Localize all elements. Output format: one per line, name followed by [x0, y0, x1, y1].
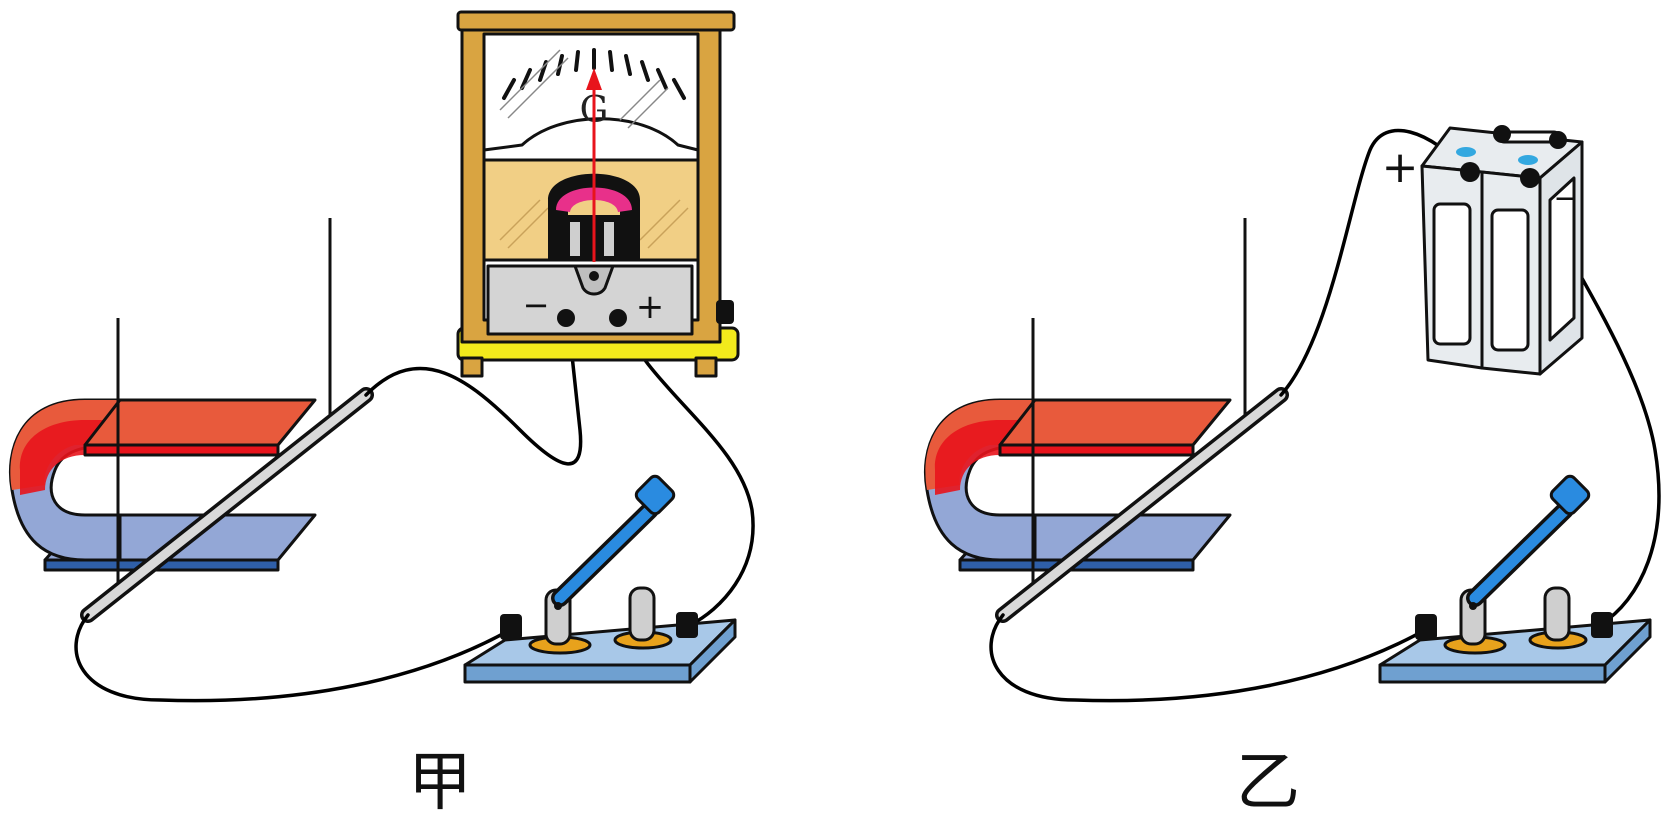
- meter-terminal-plus: [609, 309, 627, 327]
- figure-b: + − 乙: [923, 125, 1661, 820]
- magnet-north-edge-b: [998, 443, 1195, 457]
- battery-terminal-minus: [1520, 168, 1540, 188]
- switch-terminal-left-b: [1415, 614, 1437, 640]
- battery-minus-label: −: [1553, 181, 1578, 216]
- figure-a: G: [8, 10, 755, 820]
- switch-base-side: [688, 618, 737, 684]
- meter-scale-ticks: [502, 48, 686, 100]
- battery-side-window: [1548, 176, 1576, 342]
- meter-top: [456, 10, 736, 32]
- horseshoe-magnet: [8, 398, 317, 572]
- horseshoe-magnet-b: [923, 398, 1232, 572]
- switch-terminal-right-b: [1591, 612, 1613, 638]
- meter-pivot-dot: [589, 271, 599, 281]
- battery-bar-knob-1: [1493, 125, 1511, 143]
- meter-foot-left: [460, 356, 484, 378]
- battery-bar-knob-2: [1549, 131, 1567, 149]
- meter-panel-hatch: [499, 199, 689, 249]
- meter-coil-right: [604, 222, 614, 256]
- switch-base-front-b: [1378, 663, 1607, 684]
- knife-switch-b: [1378, 474, 1652, 684]
- knife-switch-a: [463, 474, 737, 684]
- battery-plus-label: +: [1382, 142, 1419, 193]
- switch-handle-b: [1549, 474, 1591, 516]
- wire-rod-to-battery: [1279, 128, 1470, 397]
- meter-minus-label: −: [523, 286, 550, 324]
- wire-meter-to-switch: [618, 316, 755, 627]
- switch-pivot-dot: [554, 602, 562, 610]
- meter-side-knob: [716, 300, 734, 324]
- switch-base-side-b: [1603, 618, 1652, 684]
- switch-terminal-right: [676, 612, 698, 638]
- conductor-rod-shine-b: [998, 390, 1286, 620]
- meter-glass-hatch: [499, 49, 669, 129]
- battery-window-right: [1490, 208, 1530, 352]
- battery-window-left: [1432, 202, 1472, 346]
- galvanometer: G: [456, 10, 740, 378]
- meter-plus-label: +: [636, 287, 665, 327]
- caption-a: 甲: [408, 746, 472, 820]
- switch-base-front: [463, 663, 692, 684]
- conductor-rod-shine: [83, 390, 371, 620]
- meter-needle-tip: [586, 68, 602, 90]
- switch-blade-color: [554, 504, 656, 604]
- meter-coil-left: [570, 222, 580, 256]
- wire-rod-to-meter: [364, 316, 583, 466]
- switch-post-right-b: [1543, 586, 1571, 642]
- switch-post-right: [628, 586, 656, 642]
- magnet-north-edge: [83, 443, 280, 457]
- meter-foot-right: [694, 356, 718, 378]
- caption-b: 乙: [1236, 746, 1300, 820]
- wire-rod-to-switch-b: [989, 613, 1427, 703]
- meter-terminal-minus: [557, 309, 575, 327]
- switch-terminal-left: [500, 614, 522, 640]
- battery-terminal-plus: [1460, 162, 1480, 182]
- battery: + −: [1382, 125, 1600, 376]
- wire-rod-to-switch: [74, 613, 512, 703]
- battery-terminal-blue-2: [1518, 155, 1538, 165]
- switch-pivot-dot-b: [1469, 602, 1477, 610]
- battery-terminal-blue-1: [1456, 147, 1476, 157]
- switch-blade-color-b: [1469, 504, 1571, 604]
- switch-handle: [634, 474, 676, 516]
